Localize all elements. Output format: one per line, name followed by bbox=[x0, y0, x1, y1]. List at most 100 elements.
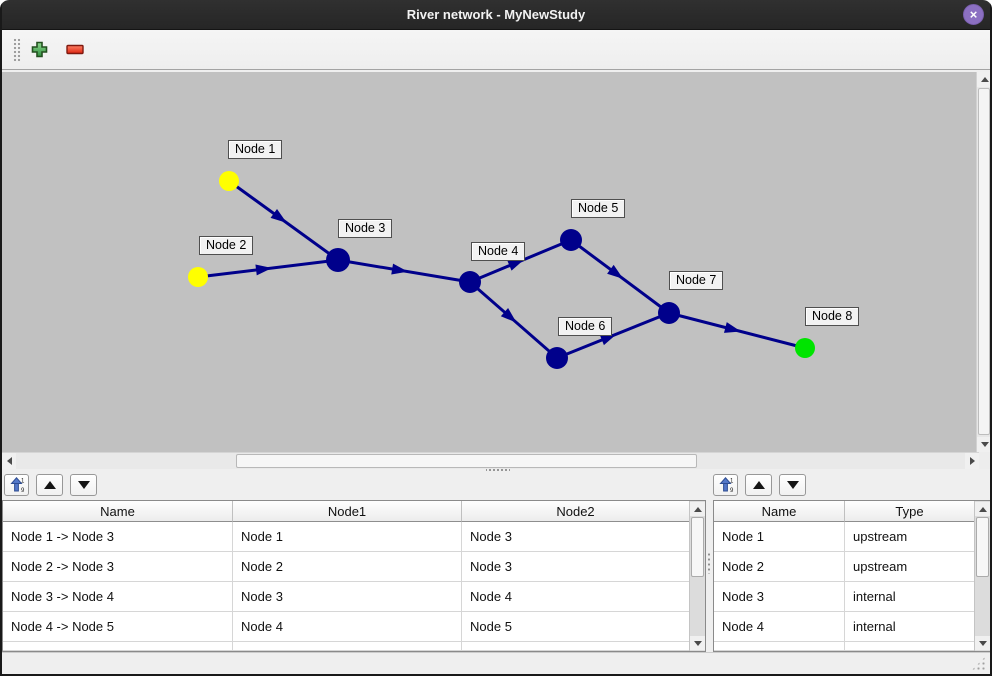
scroll-up-button[interactable] bbox=[977, 72, 992, 87]
graph-node[interactable] bbox=[658, 302, 680, 324]
cell-node2[interactable]: Node 5 bbox=[462, 612, 689, 642]
cell-node1[interactable]: Node 2 bbox=[233, 552, 462, 582]
edge-arrow-icon bbox=[255, 264, 272, 276]
scroll-up-button[interactable] bbox=[690, 502, 705, 516]
cell-name[interactable]: Node 1 -> Node 3 bbox=[3, 522, 233, 552]
column-header-node1[interactable]: Node1 bbox=[233, 501, 462, 522]
cell-type[interactable]: internal bbox=[845, 582, 974, 612]
table-row[interactable]: Node 2 -> Node 3 Node 2 Node 3 bbox=[3, 552, 689, 582]
sort-button[interactable]: 1 9 bbox=[713, 474, 738, 496]
arrow-down-icon bbox=[980, 442, 989, 447]
cell-name[interactable]: Node 1 bbox=[714, 522, 845, 552]
table-row[interactable]: Node 4 internal bbox=[714, 612, 974, 642]
cell-node2[interactable]: Node 3 bbox=[462, 522, 689, 552]
edge-arrow-icon bbox=[270, 209, 287, 223]
column-header-type[interactable]: Type bbox=[845, 501, 974, 522]
node-label[interactable]: Node 5 bbox=[571, 199, 626, 218]
svg-text:1: 1 bbox=[730, 479, 734, 485]
scroll-right-button[interactable] bbox=[965, 453, 979, 469]
remove-node-button[interactable] bbox=[64, 42, 86, 57]
graph-node[interactable] bbox=[546, 347, 568, 369]
sort-button[interactable]: 1 9 bbox=[4, 474, 29, 496]
graph-node[interactable] bbox=[326, 248, 350, 272]
cell-name[interactable]: Node 3 -> Node 4 bbox=[3, 582, 233, 612]
links-table-vscrollbar[interactable] bbox=[689, 501, 705, 651]
scroll-down-button[interactable] bbox=[975, 636, 990, 650]
add-node-button[interactable] bbox=[29, 39, 50, 60]
canvas-vscroll-thumb[interactable] bbox=[978, 88, 990, 435]
scroll-down-button[interactable] bbox=[977, 437, 992, 452]
nodes-table-header: Name Type bbox=[714, 501, 974, 522]
edge-arrow-icon bbox=[599, 334, 617, 346]
node-label[interactable]: Node 1 bbox=[228, 140, 283, 159]
column-header-node2[interactable]: Node2 bbox=[462, 501, 689, 522]
column-header-name[interactable]: Name bbox=[3, 501, 233, 522]
up-arrow-icon bbox=[752, 481, 765, 489]
graph-node[interactable] bbox=[795, 338, 815, 358]
titlebar[interactable]: River network - MyNewStudy × bbox=[0, 0, 992, 30]
node-label[interactable]: Node 3 bbox=[338, 219, 393, 238]
cell-node2[interactable]: Node 4 bbox=[462, 582, 689, 612]
scroll-left-button[interactable] bbox=[2, 453, 16, 469]
river-network bbox=[188, 171, 815, 369]
links-toolbar: 1 9 bbox=[4, 474, 97, 497]
close-icon: × bbox=[969, 7, 978, 22]
canvas-viewport[interactable]: Node 1 Node 2 Node 3 Node 4 Node 5 Node 6 Node… bbox=[2, 72, 976, 452]
remove-icon bbox=[66, 44, 84, 55]
canvas-vscrollbar[interactable] bbox=[976, 72, 992, 452]
move-up-button[interactable] bbox=[36, 474, 63, 496]
table-row[interactable]: Node 3 -> Node 4 Node 3 Node 4 bbox=[3, 582, 689, 612]
cell-type[interactable]: upstream bbox=[845, 552, 974, 582]
table-row[interactable]: Node 1 upstream bbox=[714, 522, 974, 552]
cell-node2[interactable]: Node 3 bbox=[462, 552, 689, 582]
scroll-down-button[interactable] bbox=[690, 636, 705, 650]
cell-type[interactable]: internal bbox=[845, 612, 974, 642]
table-row[interactable]: Node 3 internal bbox=[714, 582, 974, 612]
up-arrow-icon bbox=[43, 481, 56, 489]
cell-name[interactable]: Node 3 bbox=[714, 582, 845, 612]
node-label[interactable]: Node 4 bbox=[471, 242, 526, 261]
graph-node[interactable] bbox=[188, 267, 208, 287]
cell-name[interactable]: Node 4 bbox=[714, 612, 845, 642]
cell-name[interactable]: Node 4 -> Node 5 bbox=[3, 612, 233, 642]
arrow-down-icon bbox=[693, 640, 702, 646]
graph-node[interactable] bbox=[459, 271, 481, 293]
pane-splitter-handle[interactable] bbox=[486, 468, 510, 472]
close-button[interactable]: × bbox=[963, 4, 984, 25]
node-label[interactable]: Node 7 bbox=[669, 271, 724, 290]
cell-node1[interactable]: Node 1 bbox=[233, 522, 462, 552]
column-header-name[interactable]: Name bbox=[714, 501, 845, 522]
table-row[interactable]: Node 2 upstream bbox=[714, 552, 974, 582]
cell-node1[interactable]: Node 3 bbox=[233, 582, 462, 612]
arrow-down-icon bbox=[978, 640, 987, 646]
node-label[interactable]: Node 8 bbox=[805, 307, 860, 326]
scrollbar-corner bbox=[979, 452, 992, 469]
scroll-thumb[interactable] bbox=[976, 517, 989, 577]
cell-name[interactable]: Node 2 bbox=[714, 552, 845, 582]
edge-arrow-icon bbox=[607, 264, 624, 279]
move-down-button[interactable] bbox=[70, 474, 97, 496]
graph-node[interactable] bbox=[560, 229, 582, 251]
toolbar-grip[interactable] bbox=[13, 37, 21, 62]
nodes-table-vscrollbar[interactable] bbox=[974, 501, 990, 651]
canvas-hscrollbar[interactable] bbox=[2, 452, 979, 469]
table-row[interactable]: Node 1 -> Node 3 Node 1 Node 3 bbox=[3, 522, 689, 552]
node-label[interactable]: Node 6 bbox=[558, 317, 613, 336]
graph-node[interactable] bbox=[219, 171, 239, 191]
resize-grip[interactable] bbox=[971, 656, 986, 671]
move-down-button[interactable] bbox=[779, 474, 806, 496]
cell-type[interactable]: upstream bbox=[845, 522, 974, 552]
arrow-up-icon bbox=[978, 506, 987, 512]
arrow-up-icon bbox=[980, 77, 989, 82]
cell-node1[interactable]: Node 4 bbox=[233, 612, 462, 642]
table-row[interactable]: Node 4 -> Node 5 Node 4 Node 5 bbox=[3, 612, 689, 642]
scroll-up-button[interactable] bbox=[975, 502, 990, 516]
cell-name[interactable]: Node 2 -> Node 3 bbox=[3, 552, 233, 582]
canvas-hscroll-thumb[interactable] bbox=[236, 454, 697, 468]
edge-arrow-icon bbox=[724, 322, 741, 333]
move-up-button[interactable] bbox=[745, 474, 772, 496]
node-label[interactable]: Node 2 bbox=[199, 236, 254, 255]
scroll-thumb[interactable] bbox=[691, 517, 704, 577]
table-splitter-handle[interactable] bbox=[707, 552, 711, 574]
